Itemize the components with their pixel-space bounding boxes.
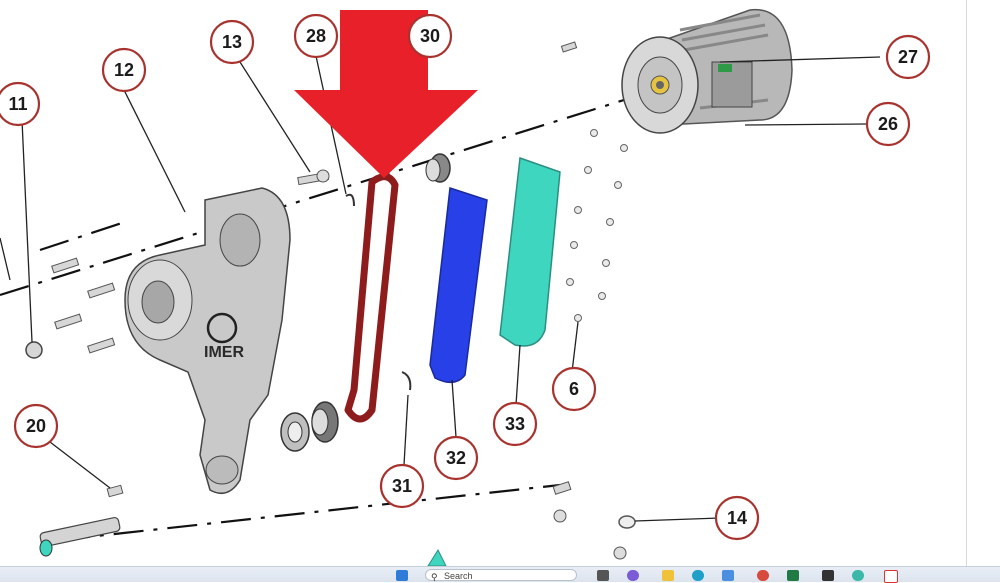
callout-number: 28: [306, 26, 326, 46]
store-icon[interactable]: [722, 570, 734, 581]
callout-28: 28: [293, 13, 339, 59]
imer-logo-icon: [206, 312, 238, 344]
lower-pulley: [280, 401, 339, 452]
callout-14: 14: [714, 495, 760, 541]
electric-motor: [621, 8, 793, 134]
axis-line-middle: [39, 220, 126, 252]
edge-browser-icon[interactable]: [692, 570, 704, 581]
axis-line-upper: [0, 93, 641, 297]
snipping-tool-icon[interactable]: [884, 570, 898, 583]
drive-belt: [344, 173, 399, 423]
callout-20: 20: [13, 403, 59, 449]
lower-fasteners: [552, 481, 636, 560]
callout-number: 13: [222, 32, 242, 52]
task-view-icon[interactable]: [597, 570, 609, 581]
callout-11: 11: [0, 81, 41, 127]
housing-bolts: [51, 169, 330, 354]
callout-31: 31: [379, 463, 425, 509]
retaining-ring-31: [401, 371, 412, 391]
callout-32: 32: [433, 435, 479, 481]
callout-27: 27: [885, 34, 931, 80]
washer-11: [25, 341, 43, 359]
callout-26: 26: [865, 101, 911, 147]
callout-circle: [209, 19, 255, 65]
callout-number: 6: [569, 379, 579, 399]
callout-circle: [433, 435, 479, 481]
callout-number: 26: [878, 114, 898, 134]
excel-icon[interactable]: [787, 570, 799, 581]
taskbar-search-input[interactable]: ⚲ Search: [425, 569, 577, 582]
retaining-ring-28: [345, 193, 355, 207]
callout-circle: [101, 47, 147, 93]
scrollbar-track[interactable]: [966, 0, 967, 566]
callout-circle: [293, 13, 339, 59]
callout-number: 27: [898, 47, 918, 67]
cover-screws: [566, 129, 628, 322]
maps-app-icon[interactable]: [852, 570, 864, 581]
leader-lines: [0, 55, 881, 522]
callout-circle: [865, 101, 911, 147]
callout-circle: [407, 13, 453, 59]
callout-circle: [714, 495, 760, 541]
callout-labels: 11 12 13 28 30 27 26 6 33 32 31 20 14: [0, 13, 931, 541]
set-screw-20: [106, 484, 124, 498]
callout-number: 20: [26, 416, 46, 436]
callout-30: 30: [407, 13, 453, 59]
chrome-icon[interactable]: [757, 570, 769, 581]
red-indicator-arrow: [294, 10, 478, 178]
copilot-icon[interactable]: [627, 570, 639, 581]
callout-6: 6: [551, 366, 597, 412]
callout-circle: [551, 366, 597, 412]
windows-start-icon[interactable]: [396, 570, 408, 581]
callout-circle: [379, 463, 425, 509]
callout-number: 12: [114, 60, 134, 80]
callout-number: 32: [446, 448, 466, 468]
search-icon: ⚲: [431, 572, 438, 582]
callout-circle: [13, 403, 59, 449]
callout-number: 11: [8, 94, 27, 114]
axis-line-lower: [59, 483, 561, 542]
callout-circle: [492, 401, 538, 447]
callout-number: 30: [420, 26, 440, 46]
callout-circle: [0, 81, 41, 127]
green-bracket-fragment: [427, 548, 447, 567]
housing-logo-text: IMER: [204, 344, 244, 361]
file-explorer-icon[interactable]: [662, 570, 674, 581]
media-app-icon[interactable]: [822, 570, 834, 581]
output-shaft: [39, 516, 121, 557]
callout-number: 33: [505, 414, 525, 434]
callout-12: 12: [101, 47, 147, 93]
taskbar-search-placeholder: Search: [444, 571, 473, 581]
callout-number: 31: [392, 476, 412, 496]
callout-33: 33: [492, 401, 538, 447]
callout-number: 14: [727, 508, 747, 528]
green-gasket: [499, 156, 561, 347]
top-screw: [560, 41, 578, 53]
gearbox-housing: IMER: [124, 187, 291, 495]
top-pulley: [425, 153, 451, 183]
windows-taskbar: ⚲ Search: [0, 566, 1000, 583]
callout-circle: [885, 34, 931, 80]
blue-gasket: [429, 187, 488, 384]
callout-13: 13: [209, 19, 255, 65]
